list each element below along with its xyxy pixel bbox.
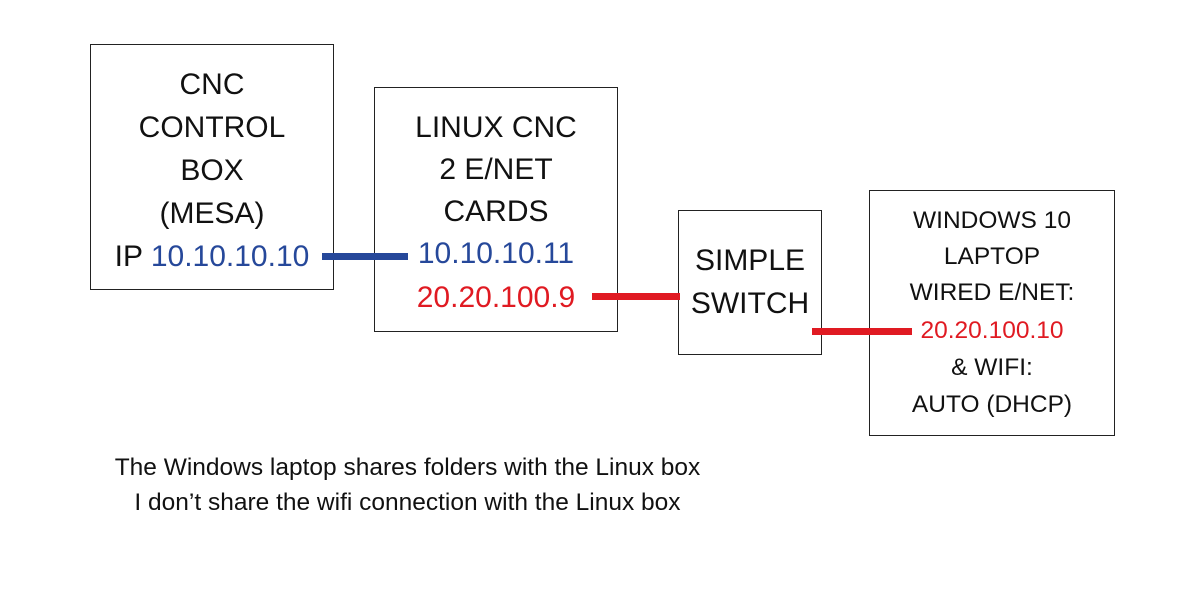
switch-line-1: SIMPLE <box>694 244 806 277</box>
caption-line-2: I don’t share the wifi connection with t… <box>134 489 681 516</box>
linux-cnc-ip-1: 10.10.10.11 <box>417 237 575 270</box>
windows-line-2: LAPTOP <box>943 243 1041 270</box>
red-ethernet-link-linux-to-switch <box>592 293 680 300</box>
cnc-control-line-4: (MESA) <box>159 197 265 230</box>
windows-line-5: & WIFI: <box>951 354 1033 381</box>
linux-cnc-ip-2: 20.20.100.9 <box>416 281 576 314</box>
linux-cnc-line-2: 2 E/NET <box>439 153 553 186</box>
blue-ethernet-link <box>322 253 408 260</box>
linux-cnc-box: LINUX CNC 2 E/NET CARDS 10.10.10.11 20.2… <box>374 87 618 332</box>
cnc-control-line-2: CONTROL <box>138 111 286 144</box>
windows-line-1: WINDOWS 10 <box>913 207 1071 234</box>
switch-line-2: SWITCH <box>690 287 810 320</box>
cnc-control-ip: 10.10.10.10 <box>150 240 310 273</box>
windows-line-3: WIRED E/NET: <box>909 279 1075 306</box>
red-ethernet-link-switch-to-laptop <box>812 328 912 335</box>
cnc-control-line-3: BOX <box>180 154 244 187</box>
cnc-control-ip-prefix: IP <box>114 240 143 273</box>
linux-cnc-line-3: CARDS <box>443 195 549 228</box>
cnc-control-ip-row: IP 10.10.10.10 <box>91 242 333 272</box>
cnc-control-box: CNC CONTROL BOX (MESA) IP 10.10.10.10 <box>90 44 334 290</box>
windows-line-6: AUTO (DHCP) <box>911 391 1073 418</box>
cnc-control-line-1: CNC <box>179 68 245 101</box>
windows-ip: 20.20.100.10 <box>920 317 1064 344</box>
caption-line-1: The Windows laptop shares folders with t… <box>114 454 701 481</box>
windows-laptop-box: WINDOWS 10 LAPTOP WIRED E/NET: 20.20.100… <box>869 190 1115 436</box>
linux-cnc-line-1: LINUX CNC <box>415 111 577 144</box>
switch-box: SIMPLE SWITCH <box>678 210 822 355</box>
